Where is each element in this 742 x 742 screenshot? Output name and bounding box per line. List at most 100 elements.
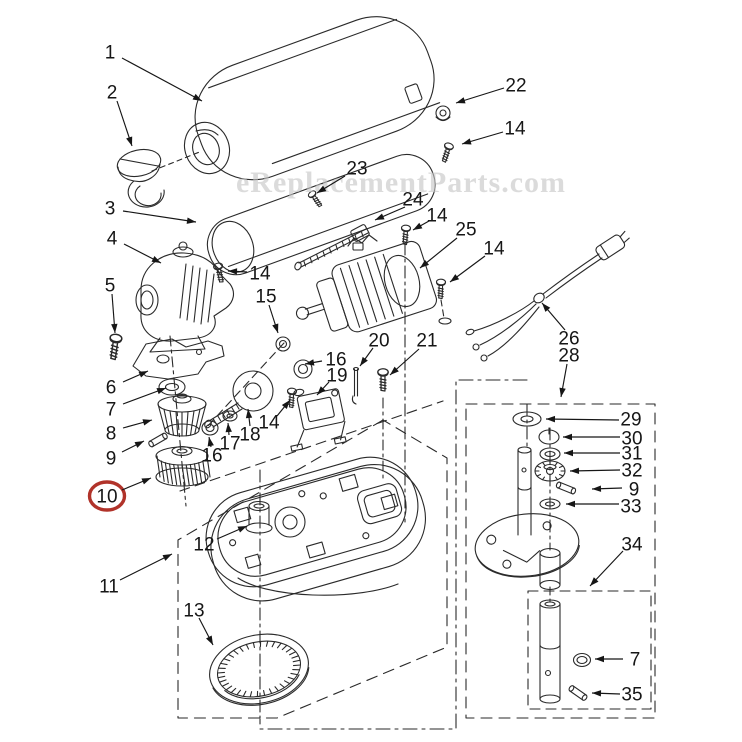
callout-16-a: 16 [201,436,223,467]
callout-label-14-b: 14 [483,239,505,260]
control-bracket-19 [290,388,347,452]
part-10-highlight-circle [87,480,127,512]
gearcase-dashed-box [465,403,656,719]
callout-13: 13 [183,601,214,646]
callout-9: 9 [106,440,145,470]
callout-14-a: 14 [412,206,448,231]
screws [109,142,454,409]
callout-label-32: 32 [621,461,642,482]
callout-label-16-a: 16 [201,446,222,467]
callout-label-5: 5 [105,276,116,297]
callout-label-25: 25 [455,220,476,241]
callout-3: 3 [105,199,197,224]
callout-22: 22 [455,76,527,104]
callout-label-24: 24 [402,190,424,211]
retaining-ring-7 [158,378,186,396]
callout-7-a: 7 [595,650,640,671]
callout-label-22: 22 [505,76,526,97]
callout-12: 12 [193,525,248,556]
watermark: eReplacementParts.com [236,166,566,199]
callout-label-9: 9 [106,449,117,470]
spacer-12 [245,500,273,534]
base-assembly-dashed-box [177,419,448,719]
callout-label-18: 18 [239,425,260,446]
callout-15: 15 [255,287,279,334]
pin-20 [351,366,360,405]
callout-28: 28 [558,346,580,398]
callout-label-14: 14 [504,119,526,140]
callout-label-21: 21 [416,331,437,352]
callout-8: 8 [106,419,153,445]
centerlines [169,242,551,719]
motor [295,234,438,333]
callout-label-3: 3 [105,199,116,220]
screw [441,142,454,163]
callout-14-d: 14 [258,399,291,434]
push-nut-22 [435,105,451,122]
callout-6: 6 [106,370,149,399]
callout-5: 5 [105,276,118,334]
callout-label-15: 15 [255,287,276,308]
callout-label-6: 6 [106,378,117,399]
callout-9-a: 9 [591,480,639,501]
gearcase-outer-dashed-outline [259,379,528,730]
callout-10: 10 [96,477,152,508]
callout-label-19: 19 [326,366,347,387]
worm-gear-assembly [201,336,313,436]
callout-14-b: 14 [449,239,505,283]
pin-9 [148,432,168,448]
callout-label-4: 4 [107,229,118,250]
gearbox-housing [135,241,235,353]
screw [435,278,447,300]
rod-threads [303,231,364,267]
callout-label-2: 2 [107,83,118,104]
callout-19: 19 [316,366,348,396]
callout-label-35: 35 [621,685,642,706]
base-housing [205,456,427,602]
callout-label-14-a: 14 [426,206,448,227]
callout-26: 26 [541,302,580,350]
power-cord [465,230,630,362]
callout-label-1: 1 [105,43,116,64]
callout-21: 21 [389,331,438,376]
callout-label-7: 7 [106,400,117,421]
screw [377,368,389,392]
callout-label-30: 30 [621,429,642,450]
callout-label-20: 20 [368,331,389,352]
callout-32: 32 [569,461,643,482]
callout-label-16: 16 [325,350,346,371]
callout-label-28: 28 [558,346,579,367]
callout-29: 29 [545,410,642,431]
callout-1: 1 [105,43,203,102]
assembly-boxes [177,379,656,730]
screw [213,262,225,283]
callout-label-13: 13 [183,601,204,622]
callout-34: 34 [589,535,643,587]
shaft-sub-assembly-dashed-box [527,590,652,710]
mixer-head-shell [194,16,441,181]
head-hub-opening [183,121,231,175]
screw [307,190,323,208]
callout-23: 23 [316,159,368,194]
callout-label-10: 10 [96,487,117,508]
callout-25: 25 [419,220,477,269]
screw-washer [438,317,452,325]
callout-label-17: 17 [219,434,240,455]
callout-label-14-c: 14 [249,264,271,285]
callout-20: 20 [359,331,390,367]
callout-4: 4 [107,229,162,264]
callout-16: 16 [304,350,347,371]
callout-31: 31 [564,444,643,465]
callout-label-33: 33 [620,497,641,518]
callout-label-12: 12 [193,535,214,556]
callout-label-23: 23 [346,159,367,180]
callout-30: 30 [563,429,643,450]
callout-label-31: 31 [621,444,642,465]
callout-label-34: 34 [621,535,643,556]
callout-label-11: 11 [99,577,119,598]
callout-24: 24 [374,190,424,221]
callout-11: 11 [99,553,173,598]
callout-35: 35 [591,685,643,706]
